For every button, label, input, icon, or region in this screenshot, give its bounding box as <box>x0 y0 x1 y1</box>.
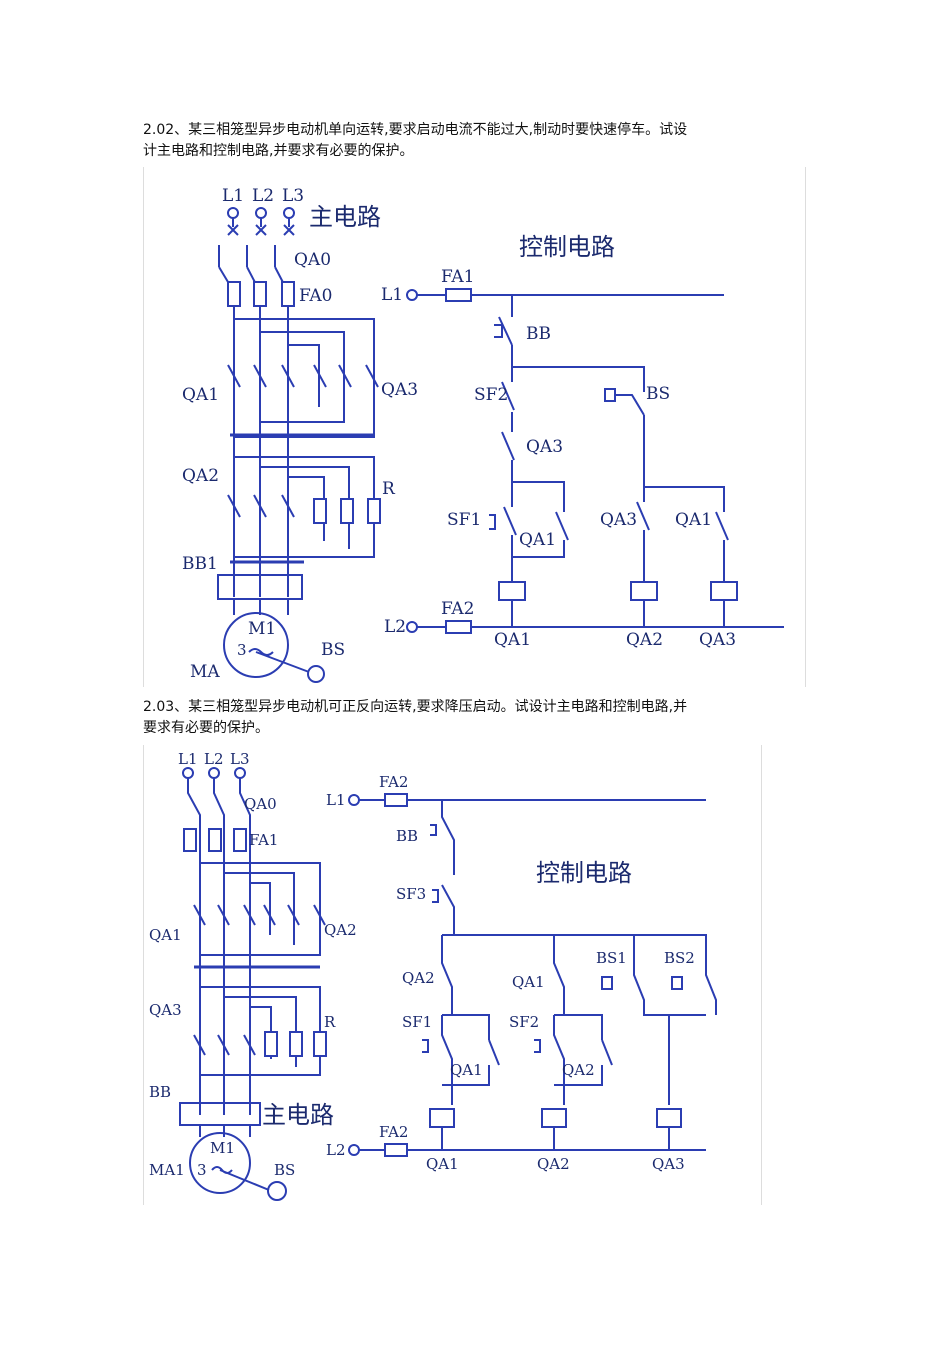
label-three-phase: 3 <box>197 1161 207 1179</box>
label-MA: MA <box>190 662 220 682</box>
label-FA0: FA0 <box>299 286 332 306</box>
label-control-BB: BB <box>396 827 418 845</box>
title-main-circuit: 主电路 <box>309 203 381 231</box>
label-MA1: MA1 <box>149 1161 185 1179</box>
label-SF2: SF2 <box>509 1013 539 1031</box>
label-three-phase: 3 <box>237 641 247 659</box>
label-M1: M1 <box>248 619 276 639</box>
label-L1: L1 <box>178 750 198 768</box>
terminal-circles <box>227 207 295 236</box>
label-BS: BS <box>274 1161 295 1179</box>
label-FA1: FA1 <box>249 831 278 849</box>
label-QA1: QA1 <box>182 385 219 405</box>
title-control-circuit: 控制电路 <box>536 859 632 887</box>
label-QA0: QA0 <box>294 250 331 270</box>
label-SF1: SF1 <box>447 510 481 530</box>
label-M1: M1 <box>210 1139 235 1157</box>
label-BS: BS <box>321 640 345 660</box>
circuit-diagram-2: L1 L2 L3 QA0 FA1 QA1 QA2 QA3 R BB 主电路 M1… <box>143 745 762 1205</box>
label-R: R <box>382 479 396 499</box>
question-text-line: 2.02、某三相笼型异步电动机单向运转,要求启动电流不能过大,制动时要快速停车。… <box>143 122 688 138</box>
circuit-diagram-1: L1 L2 L3 主电路 QA0 FA0 QA1 QA3 QA2 R BB1 M… <box>143 167 806 687</box>
label-FA1: FA1 <box>441 267 474 287</box>
label-control-QA1: QA1 <box>512 973 545 991</box>
label-control-QA3b: QA3 <box>600 510 637 530</box>
label-control-QA1b: QA1 <box>675 510 712 530</box>
label-coil-QA2: QA2 <box>626 630 663 650</box>
terminal-circles <box>182 767 246 779</box>
question-text-line: 要求有必要的保护。 <box>143 720 269 736</box>
label-coil-QA1: QA1 <box>426 1155 459 1173</box>
label-control-L2: L2 <box>384 617 406 637</box>
label-control-L1: L1 <box>381 285 403 305</box>
label-BB: BB <box>526 324 551 344</box>
label-control-QA3: QA3 <box>526 437 563 457</box>
label-R: R <box>324 1013 336 1031</box>
label-control-L1: L1 <box>326 791 346 809</box>
label-coil-QA2: QA2 <box>537 1155 570 1173</box>
label-SF3: SF3 <box>396 885 426 903</box>
label-QA2: QA2 <box>324 921 357 939</box>
label-L3: L3 <box>282 186 304 206</box>
question-text-line: 2.03、某三相笼型异步电动机可正反向运转,要求降压启动。试设计主电路和控制电路… <box>143 699 688 715</box>
label-FA2b: FA2 <box>379 1123 408 1141</box>
label-coil-QA3: QA3 <box>652 1155 685 1173</box>
title-control-circuit: 控制电路 <box>519 233 615 261</box>
label-FA2: FA2 <box>441 599 474 619</box>
label-control-QA2: QA2 <box>402 969 435 987</box>
label-QA0: QA0 <box>244 795 277 813</box>
label-control-L2: L2 <box>326 1141 346 1159</box>
label-BS1: BS1 <box>596 949 627 967</box>
label-control-QA2b: QA2 <box>562 1061 595 1079</box>
label-control-QA1b: QA1 <box>450 1061 483 1079</box>
label-L1: L1 <box>222 186 244 206</box>
title-main-circuit: 主电路 <box>262 1101 334 1129</box>
label-BB: BB <box>149 1083 171 1101</box>
question-2-03: 2.03、某三相笼型异步电动机可正反向运转,要求降压启动。试设计主电路和控制电路… <box>143 697 743 739</box>
label-L3: L3 <box>230 750 250 768</box>
label-L2: L2 <box>204 750 224 768</box>
label-L2: L2 <box>252 186 274 206</box>
label-FA2: FA2 <box>379 773 408 791</box>
label-control-QA1: QA1 <box>519 530 556 550</box>
label-coil-QA3: QA3 <box>699 630 736 650</box>
label-coil-QA1: QA1 <box>494 630 531 650</box>
label-QA3: QA3 <box>381 380 418 400</box>
label-control-BS: BS <box>646 384 670 404</box>
label-QA1: QA1 <box>149 926 182 944</box>
label-SF2: SF2 <box>474 385 508 405</box>
label-BS2: BS2 <box>664 949 695 967</box>
question-text-line: 计主电路和控制电路,并要求有必要的保护。 <box>143 143 414 159</box>
label-BB1: BB1 <box>182 554 218 574</box>
label-SF1: SF1 <box>402 1013 432 1031</box>
motor-M1 <box>223 612 289 678</box>
motor-M1 <box>189 1132 251 1194</box>
label-QA2: QA2 <box>182 466 219 486</box>
label-QA3: QA3 <box>149 1001 182 1019</box>
question-2-02: 2.02、某三相笼型异步电动机单向运转,要求启动电流不能过大,制动时要快速停车。… <box>143 120 743 162</box>
